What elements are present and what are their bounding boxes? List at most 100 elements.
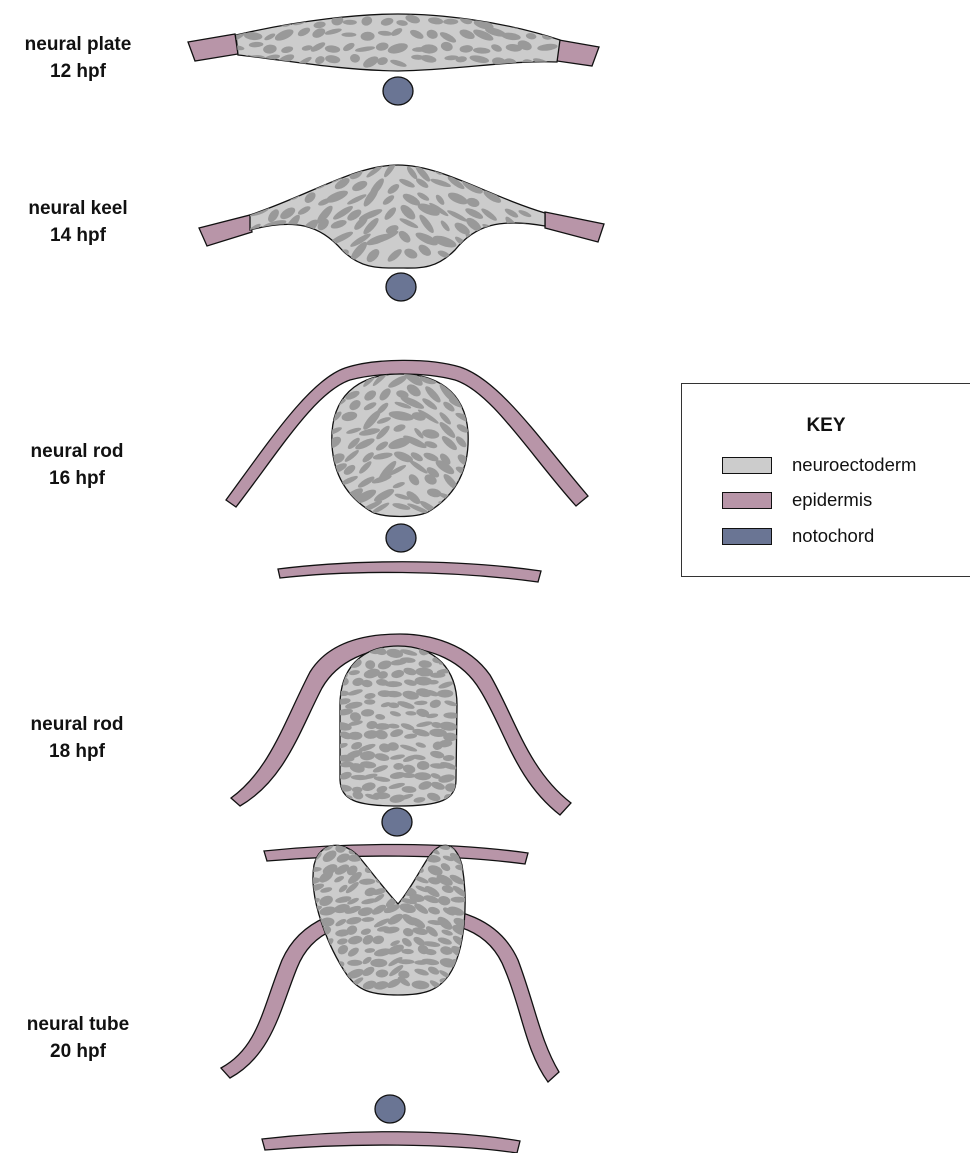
neural-cell (234, 18, 246, 26)
key-legend: KEY neuroectoderm epidermis notochord (681, 383, 970, 577)
neural-cell (242, 176, 260, 189)
neural-cell (266, 231, 280, 242)
neural-cell (506, 236, 521, 247)
stage-name: neural rod (0, 438, 157, 465)
stage-label-neural-plate: neural plate 12 hpf (0, 31, 158, 85)
epidermis-left (199, 215, 252, 246)
neural-cell (325, 960, 338, 968)
neural-cell (337, 795, 353, 801)
notochord (386, 273, 416, 301)
key-label: notochord (792, 525, 874, 547)
neural-cell (436, 499, 457, 520)
epidermis-ventral (262, 1132, 520, 1153)
neural-keel-section (199, 159, 604, 301)
epidermis-ventral (278, 562, 541, 582)
neural-rod-16-section (226, 360, 588, 582)
neural-cell (464, 231, 489, 249)
neural-rod-18-section (231, 634, 571, 864)
neural-cell (323, 496, 346, 515)
neural-cell (364, 699, 375, 704)
neural-cell (318, 948, 333, 957)
neural-cell (298, 160, 318, 182)
neural-cell (322, 970, 340, 978)
notochord-swatch (722, 528, 772, 545)
neural-cell (293, 241, 319, 259)
neural-cell (261, 175, 285, 199)
stage-label-neural-rod-16: neural rod 16 hpf (0, 438, 157, 492)
neural-cell (388, 864, 405, 870)
neural-cell (537, 16, 558, 26)
neural-cell (335, 982, 351, 990)
stage-time: 14 hpf (0, 222, 158, 249)
neural-cell (519, 160, 542, 182)
neural-cell (310, 246, 330, 258)
neural-cell (505, 245, 521, 264)
stage-label-neural-keel: neural keel 14 hpf (0, 195, 158, 249)
neural-cell (261, 242, 285, 262)
key-title: KEY (682, 415, 970, 437)
neural-cell (520, 231, 535, 244)
neural-cell (312, 978, 326, 990)
neural-cell (252, 243, 266, 259)
neural-cell (322, 975, 335, 987)
notochord (375, 1095, 405, 1123)
neural-cell (344, 506, 363, 515)
neural-cell (348, 732, 362, 740)
notochord (382, 808, 412, 836)
neural-cell (515, 17, 533, 25)
stage-time: 20 hpf (0, 1038, 158, 1065)
key-label: epidermis (792, 489, 872, 511)
key-label: neuroectoderm (792, 454, 916, 476)
neural-cell (518, 172, 539, 195)
neural-cell (518, 244, 538, 267)
key-item-neuroectoderm: neuroectoderm (722, 453, 916, 477)
epidermis-ventral (264, 844, 528, 864)
neural-cell (456, 485, 476, 504)
neural-cell (243, 193, 265, 207)
epidermis-swatch (722, 492, 772, 509)
stage-label-neural-rod-18: neural rod 18 hpf (0, 711, 157, 765)
neural-cell (277, 231, 303, 244)
neural-cell (457, 505, 471, 513)
notochord (383, 77, 413, 105)
epidermis-right (545, 212, 604, 242)
neural-cell (452, 977, 469, 992)
neural-cell (386, 871, 401, 884)
neural-cell (386, 883, 400, 891)
neuroectoderm-swatch (722, 457, 772, 474)
neural-plate-section (188, 10, 599, 105)
neural-cell (295, 230, 309, 246)
stage-name: neural keel (0, 195, 158, 222)
notochord (386, 524, 416, 552)
neural-cell (455, 247, 469, 257)
neural-cell (245, 13, 267, 25)
key-item-notochord: notochord (722, 524, 874, 548)
stage-name: neural rod (0, 711, 157, 738)
epidermis-left (188, 34, 238, 61)
stage-time: 18 hpf (0, 738, 157, 765)
neural-cell (501, 179, 514, 191)
neural-cell (481, 246, 498, 257)
neural-tube-section (221, 839, 559, 1153)
neural-cell (500, 159, 520, 178)
epidermis-right (557, 40, 599, 66)
stage-name: neural plate (0, 31, 158, 58)
neural-cell (277, 178, 295, 195)
neural-cell (454, 164, 467, 174)
neural-cell (485, 164, 502, 175)
neural-cell (455, 972, 465, 977)
neural-cell (370, 959, 387, 967)
stage-time: 16 hpf (0, 465, 157, 492)
neural-cell (399, 862, 413, 875)
neural-cell (283, 244, 303, 258)
neural-cell (483, 232, 497, 246)
neural-cell (474, 163, 487, 175)
neural-cell (296, 177, 314, 190)
neural-cell (261, 159, 280, 177)
neural-cell (309, 948, 323, 960)
key-item-epidermis: epidermis (722, 488, 872, 512)
neural-cell (248, 238, 262, 248)
neural-cell (489, 16, 503, 23)
neural-cell (468, 252, 485, 262)
stage-name: neural tube (0, 1011, 158, 1038)
